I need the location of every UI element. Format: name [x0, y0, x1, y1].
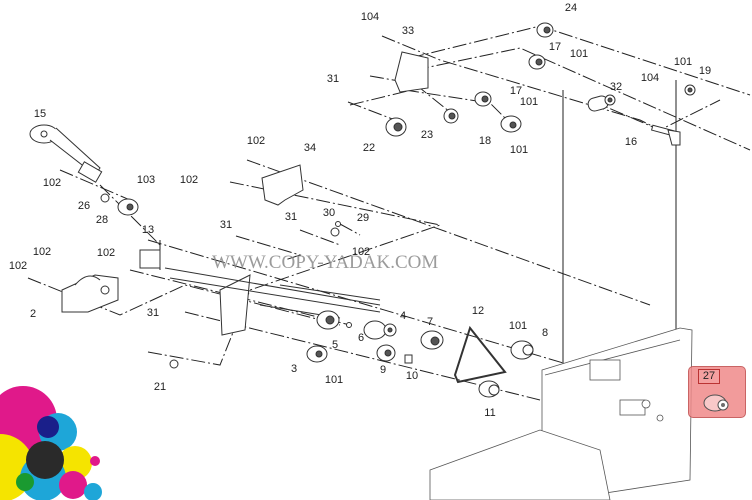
part-label-31: 31 [219, 219, 233, 231]
part-label-26: 26 [77, 200, 91, 212]
part-label-102: 102 [351, 246, 371, 258]
bracket-part-33 [394, 51, 429, 93]
roller-5 [316, 310, 340, 330]
part-label-30: 30 [322, 207, 336, 219]
part-label-34: 34 [303, 142, 317, 154]
part-label-104: 104 [640, 72, 660, 84]
part-label-7: 7 [426, 316, 434, 328]
part-label-102: 102 [32, 246, 52, 258]
roller-32 [587, 94, 616, 112]
part-label-101: 101 [324, 374, 344, 386]
part-label-33: 33 [401, 25, 415, 37]
roller-17b [474, 91, 492, 107]
part-label-31: 31 [326, 73, 340, 85]
part-label-10: 10 [405, 370, 419, 382]
roller-10 [404, 354, 413, 364]
part-label-4: 4 [399, 310, 407, 322]
part-label-3: 3 [290, 363, 298, 375]
screw-6 [346, 322, 352, 328]
part-label-101: 101 [509, 144, 529, 156]
motor-part-2 [61, 274, 119, 313]
part-label-104: 104 [360, 11, 380, 23]
part-label-31: 31 [284, 211, 298, 223]
bracket-part-16 [650, 124, 681, 146]
part-label-11: 11 [484, 407, 496, 419]
roller-26 [100, 193, 110, 203]
part-label-2: 2 [29, 308, 37, 320]
part-label-101: 101 [508, 320, 528, 332]
part-label-9: 9 [379, 364, 387, 376]
machine-frame [429, 327, 693, 500]
roller-21 [169, 359, 179, 369]
roller-28 [117, 198, 139, 216]
part-label-12: 12 [471, 305, 485, 317]
part-label-102: 102 [179, 174, 199, 186]
roller-29 [330, 227, 340, 237]
part-label-13: 13 [141, 224, 155, 236]
shaft-assembly [164, 267, 381, 319]
roller-3 [306, 345, 328, 363]
part-label-5: 5 [331, 339, 339, 351]
part-label-101: 101 [519, 96, 539, 108]
part-label-23: 23 [420, 129, 434, 141]
roller-22 [385, 117, 407, 137]
roller-4 [363, 320, 397, 340]
part-label-19: 19 [698, 65, 712, 77]
part-label-102: 102 [246, 135, 266, 147]
part-label-32: 32 [609, 81, 623, 93]
part-label-16: 16 [624, 136, 638, 148]
part-label-21: 21 [153, 381, 167, 393]
part-label-24: 24 [564, 2, 578, 14]
part-label-102: 102 [8, 260, 28, 272]
roller-23 [443, 108, 459, 124]
part-label-29: 29 [356, 212, 370, 224]
part-label-22: 22 [362, 142, 376, 154]
part-label-6: 6 [357, 332, 365, 344]
roller-17a [528, 54, 546, 70]
part-label-31: 31 [146, 307, 160, 319]
part-label-17: 17 [548, 41, 562, 53]
part-label-28: 28 [95, 214, 109, 226]
roller-11 [478, 380, 500, 398]
part-label-17: 17 [509, 85, 523, 97]
part-label-101: 101 [673, 56, 693, 68]
cmyk-logo [0, 386, 102, 500]
part-label-18: 18 [478, 135, 492, 147]
roller-8 [510, 340, 534, 360]
belt-part-12 [453, 325, 507, 384]
part-label-15: 15 [33, 108, 47, 120]
watermark: WWW.COPY-YADAK.COM [212, 252, 439, 273]
roller-19 [684, 84, 696, 96]
screw-30 [335, 221, 341, 227]
roller-24 [536, 22, 554, 38]
rollers [100, 22, 696, 398]
roller-7 [420, 330, 444, 350]
part-label-103: 103 [136, 174, 156, 186]
bracket-part-34 [261, 164, 304, 206]
part-label-101: 101 [569, 48, 589, 60]
arm-part-15 [29, 124, 103, 183]
part-27-icon [703, 394, 729, 412]
roller-18 [500, 115, 522, 133]
part-label-102: 102 [96, 247, 116, 259]
part-label-102: 102 [42, 177, 62, 189]
part-27-label: 27 [698, 369, 720, 384]
part-label-8: 8 [541, 327, 549, 339]
roller-9 [376, 344, 396, 362]
